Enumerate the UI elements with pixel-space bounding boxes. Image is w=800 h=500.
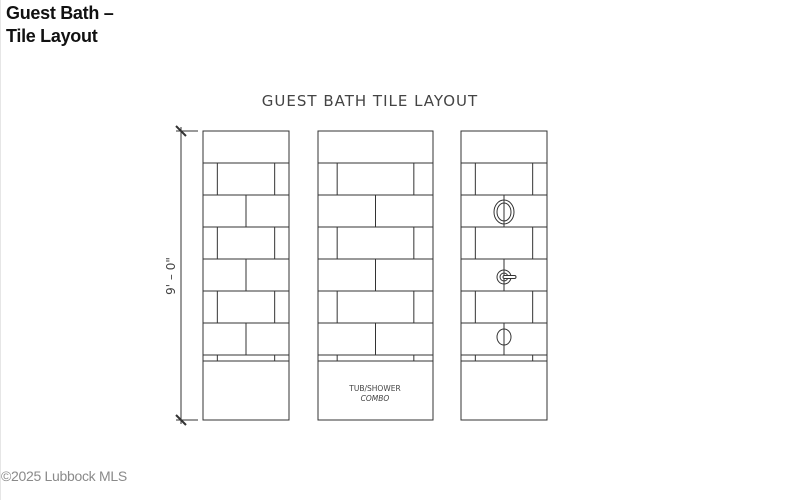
shower-head-inner-icon [496, 202, 512, 222]
panel-plumbing-wall [460, 130, 548, 421]
valve-handle-icon [502, 275, 517, 279]
tub-spout-icon [496, 328, 512, 346]
page-title: Guest Bath – Tile Layout [6, 2, 114, 48]
shower-head-icon [493, 199, 515, 225]
dimension-label: 9' – 0" [164, 257, 178, 295]
dimension-tick-top [175, 125, 187, 137]
drawing-title: GUEST BATH TILE LAYOUT [262, 92, 478, 110]
watermark: ©2025 Lubbock MLS [1, 468, 127, 484]
page-title-line-2: Tile Layout [6, 26, 98, 46]
fixture-label-line-1: TUB/SHOWER [348, 384, 400, 393]
dimension-line [175, 125, 198, 426]
fixture-label-line-2: COMBO [361, 394, 390, 403]
panel-back-wall [317, 130, 434, 421]
dimension-tick-bottom [175, 414, 187, 426]
panel-left-wall [202, 130, 290, 421]
page-title-line-1: Guest Bath – [6, 3, 114, 23]
page-border [0, 0, 1, 500]
